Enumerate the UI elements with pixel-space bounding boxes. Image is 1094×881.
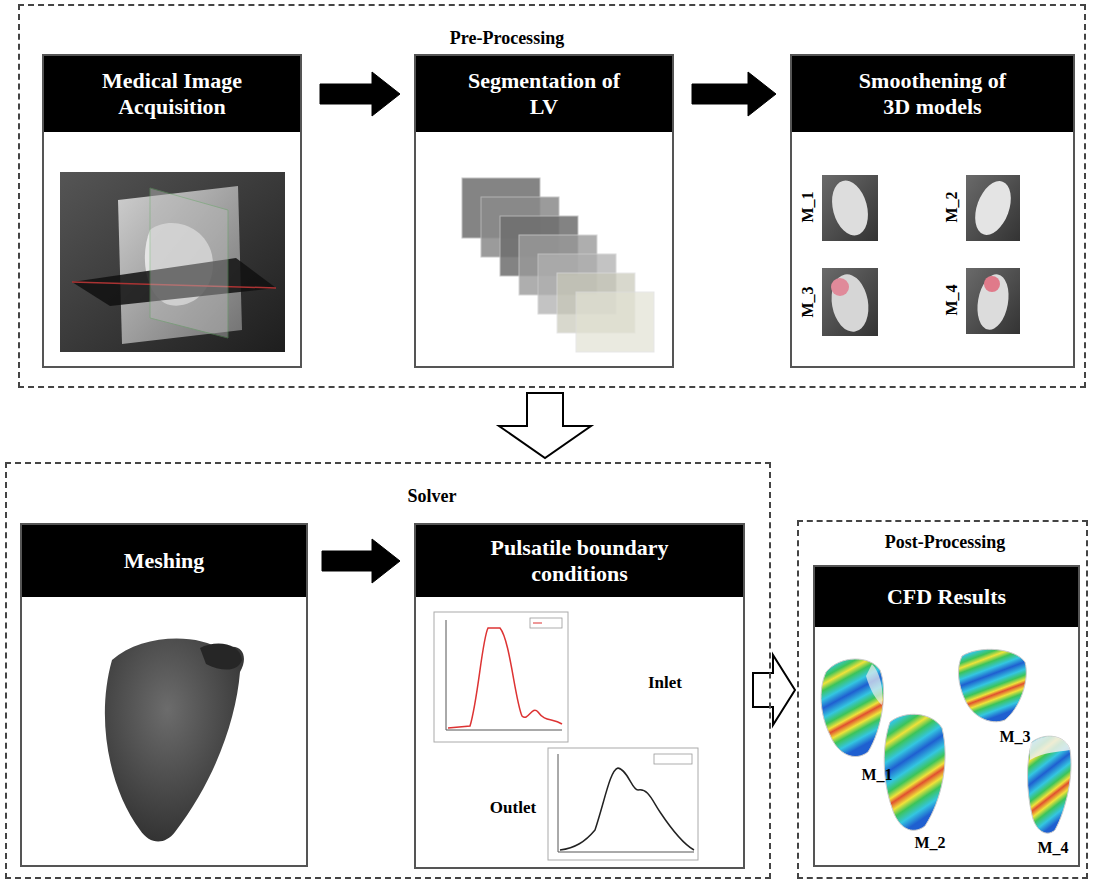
picture-part xyxy=(958,649,1026,721)
picture-part xyxy=(530,618,562,628)
picture-part xyxy=(826,177,873,240)
picture-part xyxy=(973,272,1012,332)
model-label: M_4 xyxy=(943,284,961,315)
model-label: M_4 xyxy=(1037,839,1068,857)
model-label: M_2 xyxy=(914,834,945,852)
solid-arrow xyxy=(322,539,400,583)
mri-planes-picture xyxy=(60,172,285,352)
solid-arrow xyxy=(320,72,400,116)
group-title: Pre-Processing xyxy=(450,28,564,50)
picture-part xyxy=(822,268,878,336)
inlet-chart xyxy=(434,612,568,742)
cfd-result-pictures xyxy=(821,649,1071,833)
process-box: Meshing xyxy=(20,523,308,867)
picture-part xyxy=(548,748,698,860)
header-band: CFD Results xyxy=(815,567,1078,627)
picture-part xyxy=(560,768,694,850)
box-title: Smoothening of 3D models xyxy=(845,68,1020,121)
box-title: CFD Results xyxy=(887,584,1006,610)
process-box: Smoothening of 3D models xyxy=(790,54,1075,368)
outlet-chart xyxy=(548,748,698,860)
hollow-arrow xyxy=(499,393,591,458)
picture-part xyxy=(821,659,884,757)
picture-part xyxy=(884,714,945,830)
port-label: Outlet xyxy=(490,799,536,818)
hollow-arrow xyxy=(753,655,795,725)
picture-part xyxy=(827,271,873,334)
picture-part xyxy=(533,623,542,624)
picture-part xyxy=(984,276,1000,292)
picture-part xyxy=(434,612,568,742)
group-title: Post-Processing xyxy=(885,532,1006,554)
smoothed-model-tiles xyxy=(822,175,1020,336)
process-box: CFD Results xyxy=(813,565,1080,867)
model-label: M_3 xyxy=(799,286,817,317)
process-box: Pulsatile boundary conditions xyxy=(414,523,745,869)
picture-part xyxy=(448,628,562,728)
box-title: Segmentation of LV xyxy=(457,68,632,121)
header-band: Smoothening of 3D models xyxy=(792,56,1073,132)
stage-group: Post-ProcessingCFD Results xyxy=(797,520,1088,879)
model-label: M_1 xyxy=(861,766,892,784)
picture-part xyxy=(1028,736,1072,833)
header-band: Meshing xyxy=(22,525,306,597)
picture-part xyxy=(654,754,692,764)
picture-part xyxy=(200,644,242,670)
picture-part xyxy=(966,268,1020,334)
header-band: Pulsatile boundary conditions xyxy=(416,525,743,597)
picture-part xyxy=(822,175,878,241)
picture-part xyxy=(118,186,242,344)
picture-part xyxy=(866,664,883,705)
group-title: Solver xyxy=(408,486,457,508)
picture-part xyxy=(558,852,694,853)
picture-part xyxy=(105,639,244,842)
process-box: Segmentation of LV xyxy=(414,54,674,368)
lv-mesh-picture xyxy=(105,639,244,842)
process-box: Medical Image Acquisition xyxy=(42,54,302,368)
picture-part xyxy=(446,620,447,730)
solid-arrow xyxy=(692,72,776,116)
picture-part xyxy=(831,278,849,296)
model-label: M_1 xyxy=(799,191,817,222)
box-title: Medical Image Acquisition xyxy=(62,68,282,121)
picture-part xyxy=(446,730,562,731)
port-label: Inlet xyxy=(648,674,682,693)
model-label: M_2 xyxy=(943,191,961,222)
model-label: M_3 xyxy=(999,728,1030,746)
header-band: Segmentation of LV xyxy=(416,56,672,132)
picture-part xyxy=(558,754,559,852)
picture-part xyxy=(60,172,285,352)
picture-part xyxy=(576,292,654,352)
box-title: Meshing xyxy=(124,548,205,574)
picture-part xyxy=(966,175,1020,241)
stage-group: SolverMeshing Pulsatile boundary conditio… xyxy=(5,462,771,879)
stage-group: Pre-ProcessingMedical Image Acquisition S… xyxy=(18,4,1086,388)
picture-part xyxy=(1030,737,1070,760)
picture-part xyxy=(968,176,1017,240)
box-title: Pulsatile boundary conditions xyxy=(450,535,710,588)
picture-part xyxy=(150,188,228,338)
image-slice-stack xyxy=(462,178,654,352)
header-band: Medical Image Acquisition xyxy=(44,56,300,132)
